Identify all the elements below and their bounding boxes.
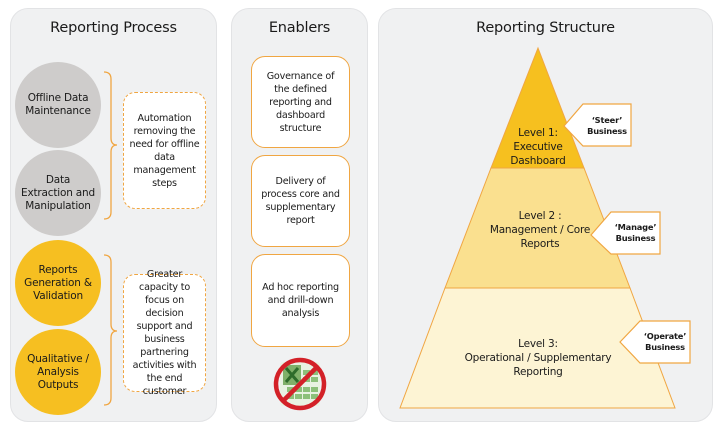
- callout-manage-line2: Business: [615, 233, 656, 243]
- prohibition-sign: [273, 357, 327, 411]
- step-label: Offline Data Maintenance: [25, 92, 91, 117]
- brace-bottom: [103, 254, 118, 406]
- level-1-label: Level 1: Executive Dashboard: [488, 126, 588, 168]
- pyramid-level-1: [490, 46, 585, 169]
- callout-operate: ‘Operate’ Business: [640, 331, 690, 353]
- enabler-adhoc: Ad hoc reporting and drill-down analysis: [251, 254, 350, 347]
- level-2-label: Level 2 : Management / Core Reports: [460, 209, 620, 251]
- callout-manage-shape: [590, 211, 661, 255]
- benefit-automation: Automation removing the need for offline…: [123, 92, 206, 209]
- callout-operate-shape: [619, 320, 691, 364]
- enabler-text: Governance of the defined reporting and …: [266, 70, 335, 134]
- step-offline-data-maintenance: Offline Data Maintenance: [15, 62, 101, 148]
- level-3-label: Level 3: Operational / Supplementary Rep…: [448, 337, 628, 379]
- level-2-title: Level 2 :: [518, 210, 562, 222]
- callout-manage: ‘Manage’ Business: [611, 222, 660, 244]
- level-3-line2: Operational / Supplementary: [464, 352, 612, 364]
- level-1-title: Level 1:: [518, 127, 558, 139]
- callout-steer-line2: Business: [587, 126, 627, 136]
- enabler-text: Delivery of process core and supplementa…: [261, 176, 340, 226]
- step-reports-generation: Reports Generation & Validation: [15, 240, 101, 326]
- brace-top: [103, 71, 118, 220]
- step-label: Reports Generation & Validation: [24, 263, 92, 302]
- enabler-text: Ad hoc reporting and drill-down analysis: [262, 282, 339, 319]
- enabler-delivery: Delivery of process core and supplementa…: [251, 155, 350, 247]
- callout-steer-line1: ‘Steer’: [591, 115, 623, 125]
- level-3-line3: Reporting: [513, 366, 563, 378]
- callout-operate-line2: Business: [645, 342, 685, 352]
- benefit-text: Automation removing the need for offline…: [129, 112, 200, 189]
- step-label: Qualitative / Analysis Outputs: [27, 352, 89, 391]
- callout-steer: ‘Steer’ Business: [584, 115, 630, 137]
- reporting-structure-title: Reporting Structure: [476, 20, 615, 36]
- callout-manage-line1: ‘Manage’: [614, 222, 657, 232]
- enablers-title: Enablers: [268, 20, 331, 36]
- step-data-extraction: Data Extraction and Manipulation: [15, 150, 101, 236]
- callout-steer-shape: [563, 103, 632, 147]
- level-1-line3: Dashboard: [510, 155, 566, 167]
- benefit-greater-capacity: Greater capacity to focus on decision su…: [123, 269, 206, 397]
- callout-operate-line1: ‘Operate’: [643, 331, 687, 341]
- reporting-process-title: Reporting Process: [50, 20, 177, 36]
- level-1-line2: Executive: [513, 141, 563, 153]
- level-2-line2: Management / Core: [489, 224, 591, 236]
- level-2-line3: Reports: [520, 238, 560, 250]
- enabler-governance: Governance of the defined reporting and …: [251, 56, 350, 148]
- benefit-text: Greater capacity to focus on decision su…: [132, 269, 197, 397]
- level-3-title: Level 3:: [518, 338, 558, 350]
- step-label: Data Extraction and Manipulation: [21, 173, 95, 212]
- step-qualitative-analysis: Qualitative / Analysis Outputs: [15, 329, 101, 415]
